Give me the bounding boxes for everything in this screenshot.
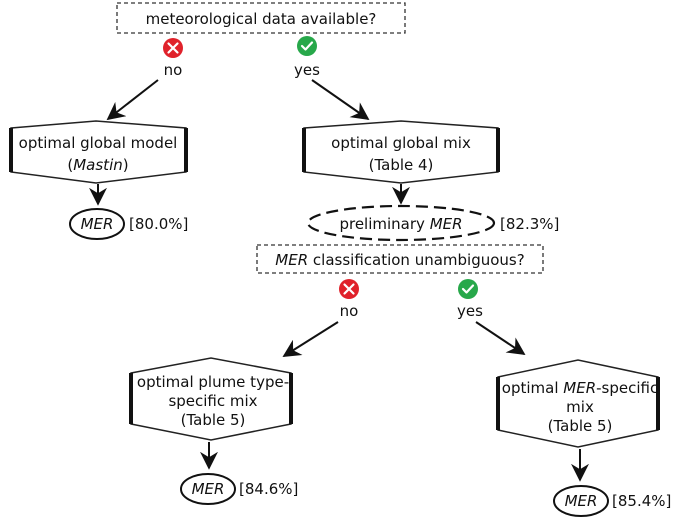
- yes-branch-1: yes: [294, 36, 320, 79]
- arrow-no-2: [282, 321, 339, 357]
- arrow-yes-1: [311, 79, 370, 121]
- mer-mix-line2: mix: [566, 398, 594, 416]
- global-model-line2: (Mastin): [67, 156, 128, 174]
- box-plume-type-specific-mix: optimal plume type- specific mix (Table …: [129, 357, 293, 441]
- arrow-no-1: [106, 79, 159, 121]
- mer-score: [84.6%]: [239, 480, 298, 498]
- question-2-text: MER classification unambiguous?: [275, 251, 524, 269]
- no-branch-2: no: [339, 279, 359, 320]
- mer-score: [85.4%]: [612, 492, 671, 510]
- mer-mix-line1: optimal MER-specific: [502, 379, 658, 397]
- box-mer-specific-mix: optimal MER-specific mix (Table 5): [496, 359, 660, 448]
- preliminary-mer-score: [82.3%]: [500, 215, 559, 233]
- plume-mix-line2: specific mix: [168, 392, 257, 410]
- mer-mix-line3: (Table 5): [548, 417, 613, 435]
- question-mer-classification: MER classification unambiguous?: [256, 244, 544, 274]
- global-model-line1: optimal global model: [19, 134, 178, 152]
- mer-result-global: MER [80.0%]: [69, 208, 188, 240]
- no-label-2: no: [340, 302, 359, 320]
- global-mix-line2: (Table 4): [369, 156, 434, 174]
- mer-label: MER: [192, 480, 225, 498]
- plume-mix-line3: (Table 5): [181, 411, 246, 429]
- question-text: meteorological data available?: [146, 10, 377, 28]
- global-mix-line1: optimal global mix: [331, 134, 471, 152]
- mer-score: [80.0%]: [129, 215, 188, 233]
- no-branch-1: no: [163, 38, 183, 79]
- mer-result-plume: MER [84.6%]: [180, 473, 298, 505]
- check-circle-icon: [297, 36, 317, 56]
- preliminary-mer: preliminary MER [82.3%]: [306, 204, 559, 242]
- no-label: no: [164, 61, 183, 79]
- box-optimal-global-mix: optimal global mix (Table 4): [302, 120, 500, 184]
- mer-label: MER: [81, 215, 114, 233]
- question-meteorological-data: meteorological data available?: [116, 2, 406, 34]
- yes-branch-2: yes: [457, 279, 483, 320]
- mer-label: MER: [565, 492, 598, 510]
- preliminary-mer-text: preliminary MER: [339, 215, 462, 233]
- mer-result-mer-specific: MER [85.4%]: [553, 485, 671, 517]
- box-optimal-global-model: optimal global model (Mastin): [9, 120, 188, 184]
- plume-mix-line1: optimal plume type-: [137, 373, 289, 391]
- arrow-yes-2: [475, 321, 526, 355]
- yes-label-2: yes: [457, 302, 483, 320]
- yes-label: yes: [294, 61, 320, 79]
- check-circle-icon: [458, 279, 478, 299]
